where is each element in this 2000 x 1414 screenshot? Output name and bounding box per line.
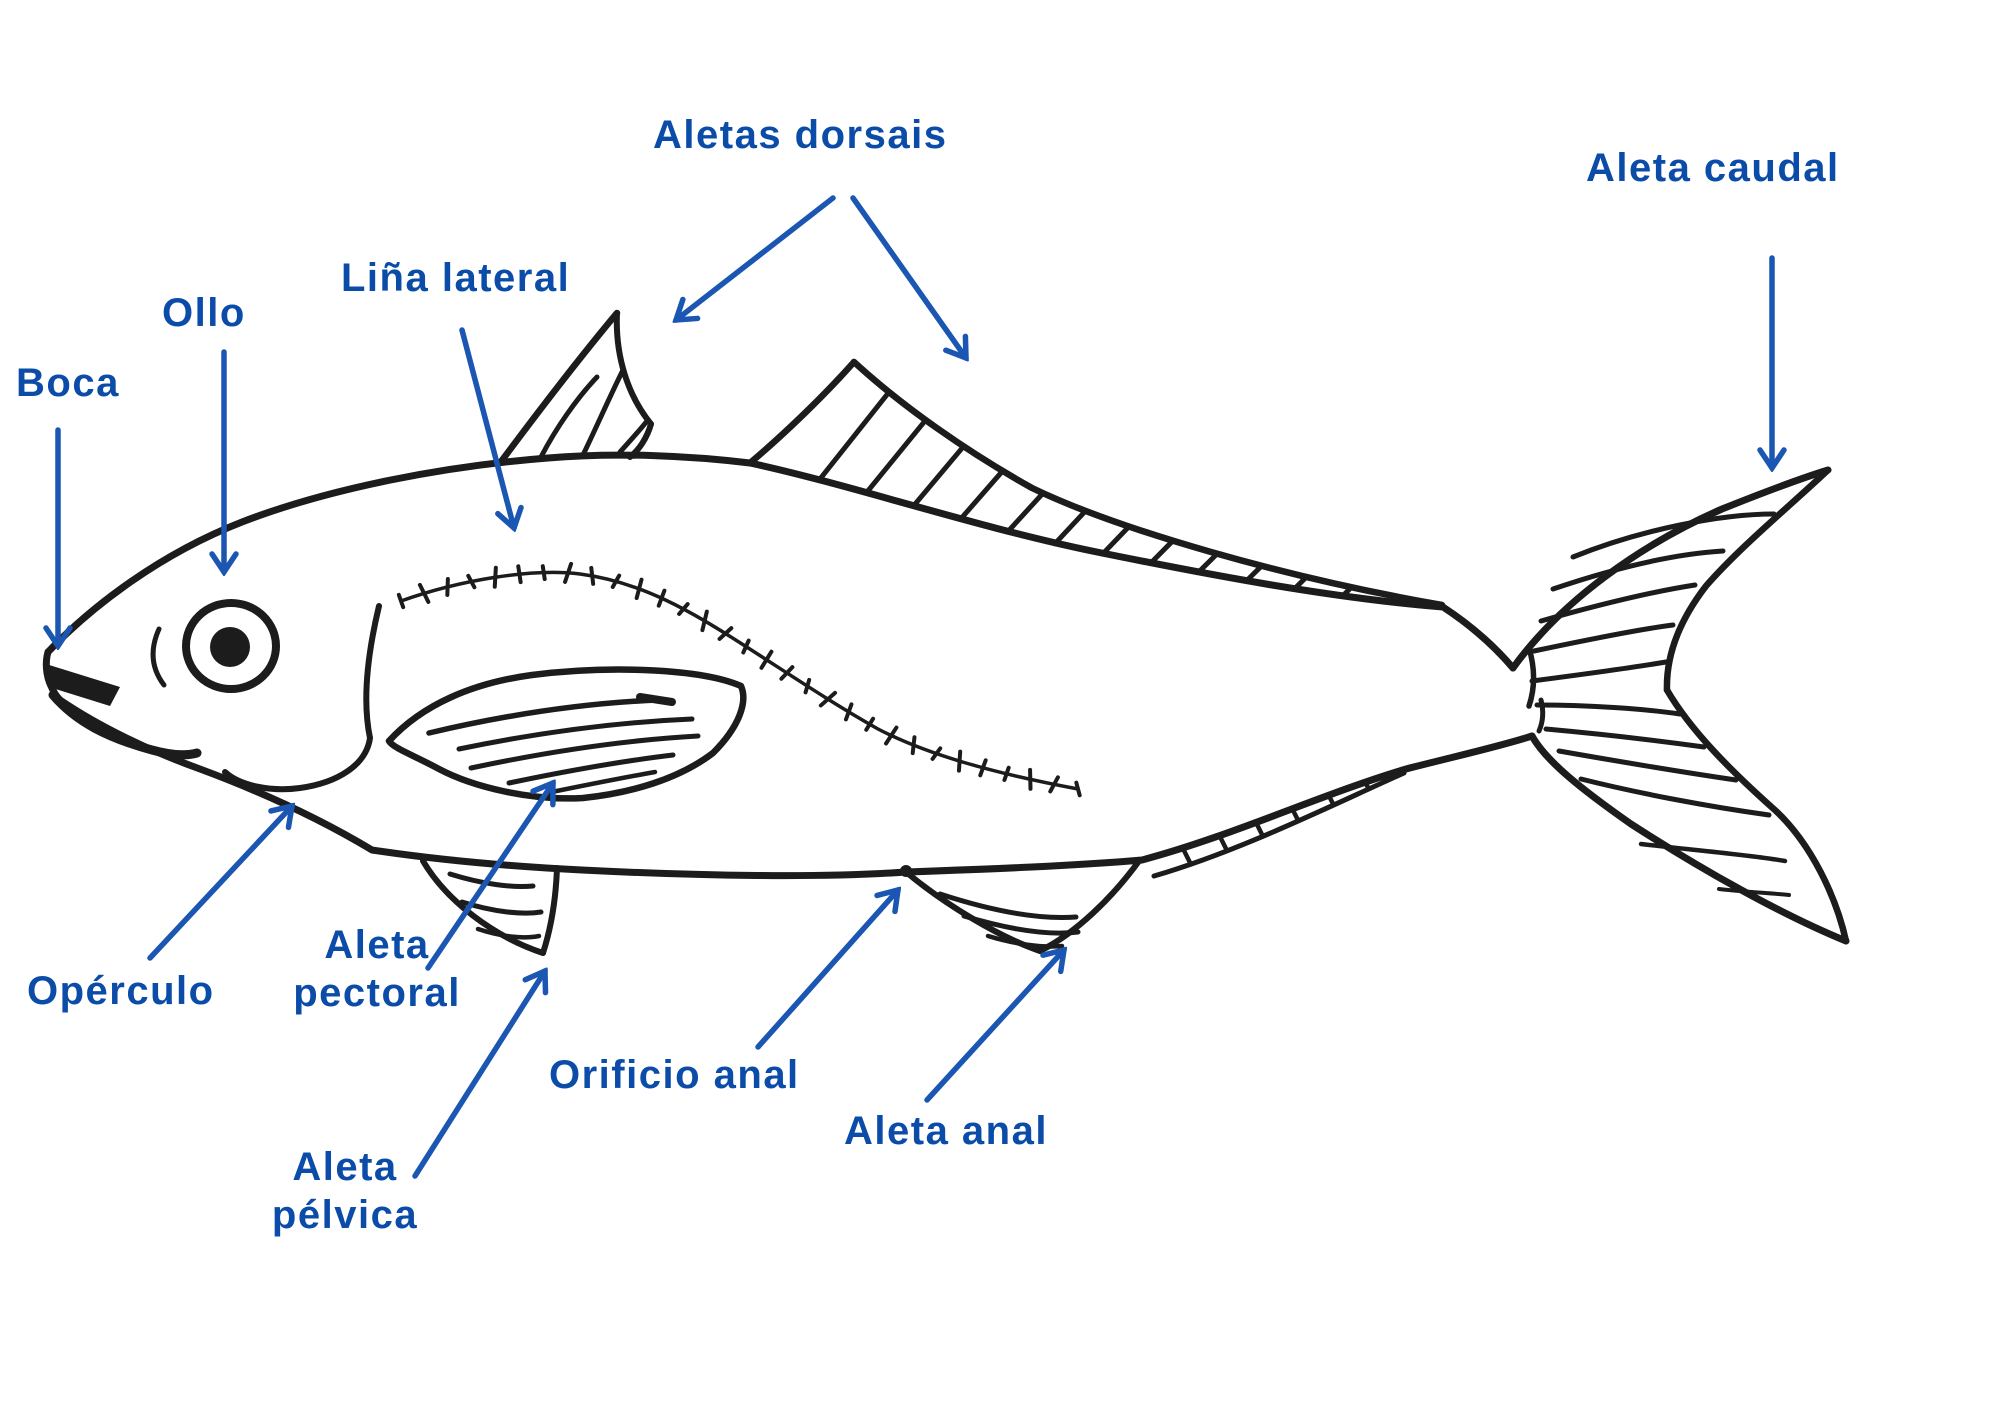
label-aletas-dorsais: Aletas dorsais (653, 113, 948, 157)
cheek-crease-line (150, 626, 167, 688)
eye-pupil (210, 627, 250, 667)
pelvic-fin (420, 858, 560, 956)
arrow-aleta-pectoral (425, 783, 553, 971)
lateral-line-tick (910, 735, 917, 756)
arrow-lina-lateral (459, 327, 514, 528)
pectoral-fin (385, 666, 747, 802)
lateral-line-tick (589, 565, 596, 586)
generated-hatching (396, 389, 1400, 867)
dorsal-fin-rib (910, 443, 967, 509)
lateral-line-tick (884, 725, 899, 746)
lateral-line-tick (540, 564, 547, 582)
label-aleta-pectoral-line2: pectoral (293, 971, 461, 1015)
lateral-line-tick (956, 749, 963, 773)
dorsal-fin-rib (816, 389, 892, 483)
lateral-line-tick (396, 592, 406, 610)
label-operculo: Opérculo (27, 969, 215, 1013)
dorsal-fin-rib (1292, 574, 1309, 592)
arrow-aleta-anal (924, 950, 1064, 1103)
lateral-line-tick (516, 564, 523, 585)
lateral-line-tick (843, 702, 854, 722)
lateral-line-tick (818, 690, 838, 708)
lateral-line-tick (759, 649, 774, 670)
anal-band-rib (1290, 806, 1301, 824)
mouth-shape (46, 664, 120, 706)
lateral-line-tick (717, 626, 734, 641)
second-dorsal-fin (746, 358, 1446, 609)
lateral-line-tick (864, 716, 876, 732)
lateral-line-tick (1002, 765, 1011, 783)
arrow-aletas-dorsais-right (850, 195, 966, 358)
anal-finlet-band (1151, 770, 1407, 879)
lateral-line-tick (700, 609, 709, 633)
arrow-aleta-pelvica (412, 971, 545, 1179)
dorsal-fin-rib (1052, 508, 1089, 547)
label-boca: Boca (16, 361, 120, 405)
dorsal-fin-rib (863, 417, 929, 496)
lateral-line-tick (741, 638, 751, 655)
lateral-line-tick (656, 588, 667, 608)
dorsal-fin-rib (957, 468, 1006, 522)
dorsal-fin-rib (1100, 523, 1132, 557)
dorsal-fin-rib (1147, 538, 1176, 566)
lateral-line-tick (492, 565, 498, 589)
anal-band-rib (1362, 780, 1372, 792)
lateral-line-tick (634, 577, 644, 601)
eye-ring (182, 599, 280, 693)
caudal-fin (1509, 466, 1850, 945)
label-aleta-anal: Aleta anal (844, 1109, 1048, 1153)
first-dorsal-fin (496, 309, 654, 467)
arrow-operculo (147, 806, 292, 961)
lateral-line-tick (610, 573, 622, 589)
dorsal-fin-rib (1004, 490, 1046, 535)
lateral-line-tick (417, 582, 431, 604)
anal-band-rib (1180, 846, 1194, 867)
label-aleta-caudal: Aleta caudal (1586, 146, 1840, 190)
label-aleta-pelvica: Aleta pélvica (272, 1143, 418, 1239)
label-lina-lateral: Liña lateral (341, 256, 571, 300)
lateral-line-tick (1074, 780, 1082, 798)
label-aleta-pelvica-line1: Aleta (292, 1145, 398, 1189)
annotation-arrows (58, 195, 1772, 1179)
label-aleta-pectoral-line1: Aleta (324, 923, 430, 967)
dorsal-fin-rib (1388, 594, 1400, 605)
lateral-line-tick (779, 665, 795, 681)
dorsal-fin-rib (1195, 551, 1220, 575)
body-back-outline (44, 451, 1517, 672)
lower-jaw-line (48, 690, 202, 760)
anal-band-rib (1326, 793, 1336, 808)
lateral-line-tick (930, 746, 943, 761)
anal-band-rib (1253, 820, 1266, 839)
dorsal-fin-rib (1340, 584, 1354, 599)
operculum-line (222, 603, 382, 793)
lateral-line-tick (677, 602, 690, 616)
lateral-line-tick (803, 677, 812, 695)
lateral-line-tick (445, 576, 450, 597)
dorsal-fin-rib (1243, 563, 1265, 584)
anal-fin (903, 858, 1142, 954)
arrow-aletas-dorsais-left (676, 195, 836, 320)
label-aleta-pectoral: Aleta pectoral (293, 921, 461, 1017)
lateral-line-tick (1048, 775, 1060, 794)
label-ollo: Ollo (162, 291, 246, 335)
lateral-line-tick (978, 758, 988, 778)
arrow-orificio-anal (755, 890, 898, 1050)
label-orificio-anal: Orificio anal (549, 1053, 800, 1097)
anal-band-rib (1217, 833, 1230, 854)
fish-illustration (42, 309, 1850, 956)
lateral-line-tick (563, 561, 574, 584)
lateral-line-tick (466, 573, 477, 590)
label-aleta-pelvica-line2: pélvica (271, 1193, 419, 1237)
